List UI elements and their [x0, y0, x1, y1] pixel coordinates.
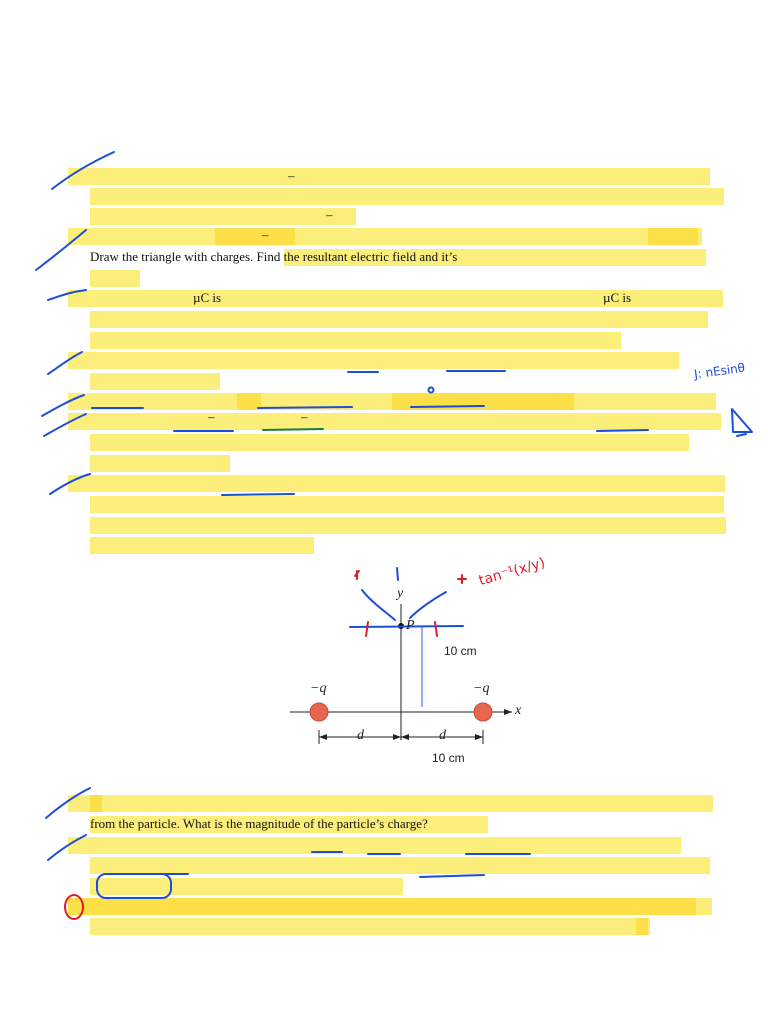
- question-text-line: Draw the triangle with charges. Find the…: [90, 249, 458, 264]
- underline-stroke: [262, 428, 324, 431]
- highlight-line: [68, 290, 723, 307]
- unit-text-left: µC is: [193, 290, 222, 305]
- check-mark-stroke: [47, 834, 87, 861]
- highlight-line: [68, 837, 681, 854]
- dash-mark: –: [208, 409, 215, 424]
- underline-stroke: [410, 405, 485, 408]
- underline-stroke: [257, 406, 353, 409]
- underline-stroke: [221, 493, 295, 496]
- charge-left: [309, 702, 329, 722]
- unit-text-right: µC is: [603, 290, 632, 305]
- field-line-vertical: [396, 567, 399, 581]
- highlight-line: [90, 455, 230, 472]
- highlight-line: [90, 332, 621, 349]
- highlight-line: [90, 517, 726, 534]
- highlight-line: [68, 795, 713, 812]
- check-mark-stroke: [49, 473, 91, 495]
- highlight-line: [90, 434, 689, 451]
- dash-mark: –: [288, 168, 295, 183]
- point-label-p: P: [406, 618, 415, 633]
- dash-mark: –: [301, 409, 308, 424]
- highlight-line: [68, 352, 679, 369]
- highlight-line: [90, 496, 724, 513]
- underline-stroke: [596, 429, 649, 432]
- axis-label-x: x: [515, 703, 522, 718]
- height-note: 10 cm: [444, 644, 477, 658]
- arrowhead: [504, 709, 512, 715]
- distance-label-right: d: [439, 728, 446, 743]
- check-mark-stroke: [35, 229, 87, 271]
- highlight-line: [68, 168, 710, 185]
- field-line-horizontal: [349, 625, 464, 628]
- highlight-line: [90, 188, 724, 205]
- highlight-line: [90, 878, 403, 895]
- highlight-line: [90, 795, 102, 812]
- dash-mark: –: [326, 207, 333, 222]
- highlight-line: [90, 208, 356, 225]
- check-mark-stroke: [43, 413, 87, 437]
- axis-label-y: y: [397, 586, 404, 601]
- highlight-line: [636, 918, 648, 935]
- highlight-line: [90, 270, 140, 287]
- highlight-line: [90, 373, 220, 390]
- distance-label-left: d: [357, 728, 364, 743]
- highlight-line: [90, 918, 650, 935]
- dash-mark: –: [262, 227, 269, 242]
- check-mark-stroke: [45, 787, 91, 819]
- charge-right: [473, 702, 493, 722]
- highlight-line: [68, 413, 721, 430]
- highlight-line: [90, 857, 710, 874]
- highlight-line: [648, 228, 698, 245]
- field-vector-right: [409, 591, 447, 619]
- highlight-line: [696, 898, 712, 915]
- check-mark-stroke: [47, 289, 87, 301]
- highlight-line: [90, 311, 708, 328]
- charge-label-left: −q: [310, 681, 327, 696]
- charge-label-right: −q: [473, 681, 490, 696]
- highlight-line: [68, 898, 696, 915]
- highlight-line: [90, 816, 488, 833]
- underline-stroke: [419, 874, 485, 878]
- base-note: 10 cm: [432, 751, 465, 765]
- question-text-line: from the particle. What is the magnitude…: [90, 816, 428, 831]
- check-mark-stroke: [51, 151, 115, 190]
- highlight-line: [237, 393, 261, 410]
- check-mark-stroke: [47, 351, 83, 375]
- field-vector-left: [361, 589, 396, 621]
- highlight-line: [90, 537, 314, 554]
- check-mark-stroke: [41, 394, 85, 417]
- triangle-sketch: [731, 408, 753, 433]
- circled-term-box: [96, 873, 172, 899]
- highlight-line: [215, 228, 295, 245]
- highlight-line: [68, 475, 725, 492]
- highlight-line: [284, 249, 706, 266]
- circled-marker: [64, 894, 84, 920]
